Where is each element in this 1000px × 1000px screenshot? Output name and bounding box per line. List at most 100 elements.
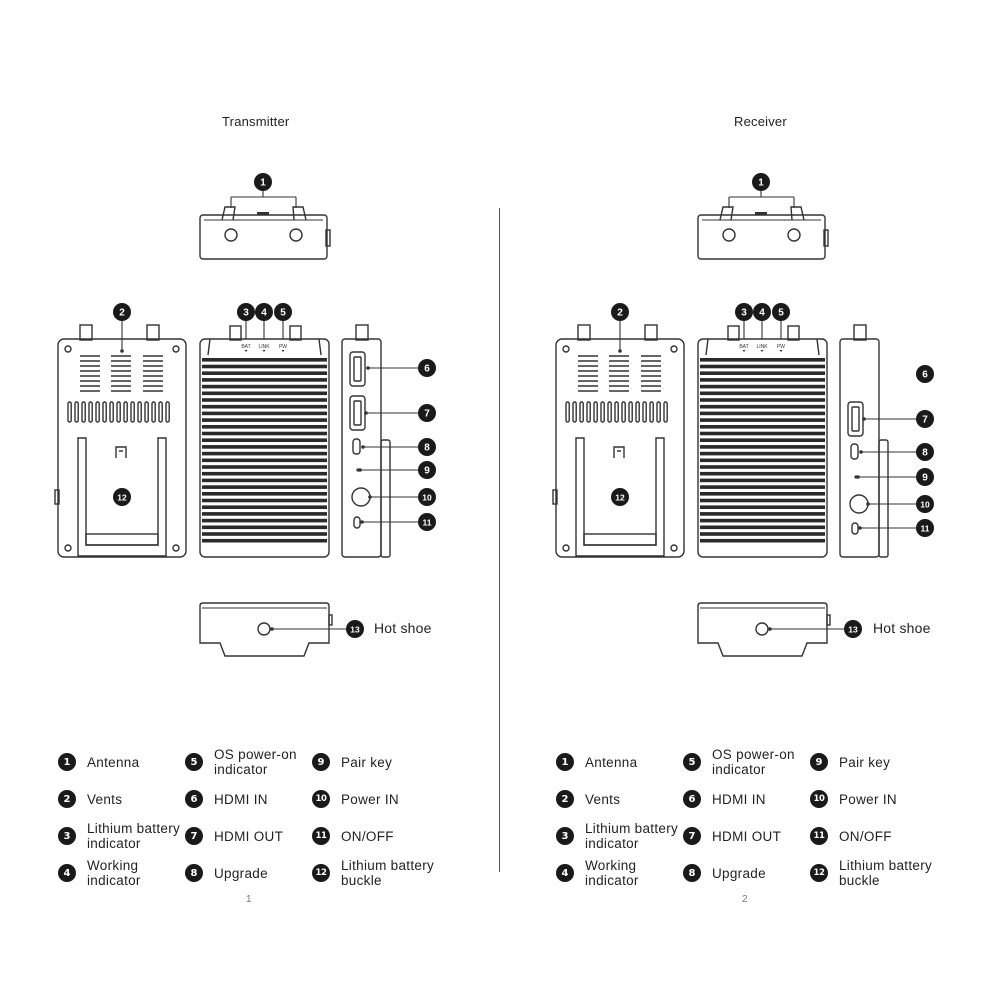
callout-number: 9 xyxy=(424,466,430,477)
legend-label: ON/OFF xyxy=(341,828,394,844)
leader-dot xyxy=(858,526,862,530)
heat-sink-fin xyxy=(700,465,825,469)
leader-dot xyxy=(368,495,372,499)
callout-badge xyxy=(418,513,436,531)
indicator-label: PW xyxy=(279,344,287,350)
battery-plate-base xyxy=(583,533,657,546)
side-battery-edge xyxy=(380,439,391,558)
callout-badge xyxy=(113,303,131,321)
callout-8: 8 xyxy=(418,438,436,456)
heat-sink-fin xyxy=(700,391,825,396)
heat-sink-fin xyxy=(700,358,825,362)
indicator-led xyxy=(262,350,266,352)
vent-bar xyxy=(642,401,647,423)
callout-badge xyxy=(916,468,934,486)
callout-badge xyxy=(418,488,436,506)
legend-label: OS power-on indicator xyxy=(712,747,795,777)
heat-sink-fin xyxy=(700,404,825,409)
vent-bar xyxy=(663,401,668,423)
legend-number-badge: 1 xyxy=(556,753,574,771)
top-view xyxy=(697,206,829,260)
legend-label: HDMI IN xyxy=(712,791,766,807)
bottom-side-tab xyxy=(328,614,333,626)
callout-11: 11 xyxy=(418,513,436,531)
callout-number: 2 xyxy=(617,308,623,319)
battery-plate-base xyxy=(85,533,159,546)
callout-badge xyxy=(418,359,436,377)
legend-number-badge: 1 xyxy=(58,753,76,771)
legend-number-badge: 4 xyxy=(58,864,76,882)
callout-badge xyxy=(844,620,862,638)
back-antenna-right xyxy=(146,324,160,341)
callout-badge xyxy=(254,173,272,191)
legend-label: Working indicator xyxy=(87,858,141,888)
callout-9: 9 xyxy=(916,468,934,486)
callout-number: 3 xyxy=(741,308,747,319)
callout-badge xyxy=(274,303,292,321)
heat-sink-fin xyxy=(700,398,825,402)
heat-sink-fin xyxy=(700,485,825,489)
heat-sink-fin xyxy=(700,438,825,442)
top-view xyxy=(199,206,331,260)
heat-sink-fin xyxy=(202,492,327,496)
antenna-clip-left xyxy=(719,206,734,221)
callout-badge xyxy=(611,303,629,321)
legend-label: HDMI OUT xyxy=(712,828,782,844)
indicator-led xyxy=(742,350,746,352)
heat-sink-fin xyxy=(202,438,327,442)
legend-label: Working indicator xyxy=(585,858,639,888)
legend-number-badge: 2 xyxy=(556,790,574,808)
leader-dot xyxy=(859,450,863,454)
hdmi-out-inner xyxy=(851,406,860,432)
legend-label: Upgrade xyxy=(712,865,766,881)
callout-badge xyxy=(611,488,629,506)
heat-sink-fin xyxy=(700,364,825,369)
callout-badge xyxy=(916,365,934,383)
callout-badge xyxy=(772,303,790,321)
top-notch xyxy=(257,212,269,215)
callout-3: 3 xyxy=(237,303,255,321)
vent-bar xyxy=(81,401,86,423)
callout-badge xyxy=(346,620,364,638)
heat-sink-fin xyxy=(700,371,825,375)
legend-number-badge: 11 xyxy=(810,827,828,845)
callout-badge xyxy=(916,495,934,513)
legend-number-badge: 10 xyxy=(312,790,330,808)
heat-sink-fin xyxy=(202,371,327,375)
screw xyxy=(670,544,678,552)
indicator-label: BAT xyxy=(739,344,748,350)
screw xyxy=(64,345,72,353)
side-antenna xyxy=(853,324,867,341)
back-antenna-left xyxy=(577,324,591,341)
legend-number-badge: 7 xyxy=(683,827,701,845)
antenna-socket-right xyxy=(787,228,801,242)
heat-sink-fin xyxy=(202,425,327,429)
heat-sink-fin xyxy=(202,465,327,469)
callout-number: 8 xyxy=(424,443,430,454)
page-divider xyxy=(499,208,500,872)
callout-number: 4 xyxy=(261,308,267,319)
callout-1: 1 xyxy=(254,173,272,191)
legend-label: Power IN xyxy=(341,791,399,807)
callout-number: 4 xyxy=(759,308,765,319)
legend-item: 7 HDMI OUT xyxy=(683,821,781,851)
vent-bar xyxy=(123,401,128,423)
callout-7: 7 xyxy=(916,410,934,428)
callout-number: 7 xyxy=(424,409,430,420)
heat-sink-fin xyxy=(202,384,327,389)
legend-label: Lithium battery buckle xyxy=(341,858,435,888)
callout-number: 9 xyxy=(922,473,928,484)
callout-number: 11 xyxy=(921,524,930,534)
legend-label: Lithium battery indicator xyxy=(585,821,679,851)
heat-sink-fin xyxy=(700,478,825,483)
top-side-button xyxy=(823,229,829,247)
legend-item: 4 Working indicator xyxy=(58,858,187,888)
front-bevel xyxy=(705,338,820,356)
antenna-socket-left xyxy=(722,228,736,242)
